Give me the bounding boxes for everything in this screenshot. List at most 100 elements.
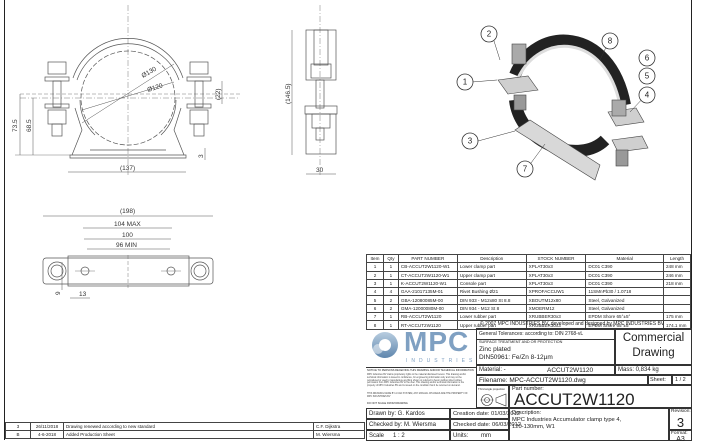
svg-text:1: 1 bbox=[463, 78, 468, 87]
part-number-box: Part number: ACCUT2W1120 bbox=[509, 385, 692, 409]
balloon-5: 5 bbox=[638, 67, 656, 85]
revision-row: B 4-6-2018 Added Production Sheet M. Wie… bbox=[5, 430, 365, 439]
bom-cell: 2 bbox=[382, 295, 399, 305]
bom-cell: XPLAT30x3 bbox=[525, 278, 587, 289]
notice-note: THIS DRAWING MADE BY A CAD SYSTEM, ANY M… bbox=[367, 393, 468, 398]
dim-side-width: 30 bbox=[316, 167, 324, 174]
scale-label: Scale bbox=[369, 433, 385, 439]
revision-cell-date: 26/11/2018 bbox=[30, 422, 64, 431]
dim-outer-diameter: Ø130 bbox=[141, 66, 159, 80]
dim-height-total: 73.5 bbox=[12, 119, 19, 132]
svg-text:6: 6 bbox=[645, 54, 650, 63]
bom-cell: GBA-12080085M-00 bbox=[397, 295, 458, 305]
drawing-type-line2: Drawing bbox=[632, 347, 675, 359]
units-label: Units: bbox=[453, 433, 469, 439]
copyright-text: © 2007 MPC INDUSTRIES BV, developed and … bbox=[480, 321, 665, 327]
drawn-by-value: Drawn by: G. Kardos bbox=[369, 411, 425, 417]
bom-cell: XPROFACCUW1 bbox=[525, 287, 587, 297]
balloon-6: 6 bbox=[638, 49, 656, 67]
mass-value: Mass: 0,834 kg bbox=[618, 367, 659, 373]
bom-cell: 6 bbox=[366, 303, 384, 314]
revision-cell-author: C.F. Dijkstra bbox=[313, 422, 365, 431]
sheet-value-box: 1 / 2 bbox=[672, 375, 692, 385]
svg-text:2: 2 bbox=[487, 30, 492, 39]
bom-cell bbox=[662, 303, 692, 314]
bom-cell: DC01 C390 bbox=[585, 270, 664, 280]
copyright-bar: © 2007 MPC INDUSTRIES BV, developed and … bbox=[476, 320, 692, 329]
part-number-label: Part number: bbox=[512, 386, 544, 392]
bom-cell: Steel, Galvanized bbox=[585, 295, 664, 305]
bom-cell: XPLAT30x3 bbox=[525, 270, 587, 280]
notice-box: NOTICE TO PERSONS RECEIVING THIS DRAWING… bbox=[366, 367, 476, 408]
dim-slot-width: 9 bbox=[55, 291, 62, 295]
bom-cell: 1 bbox=[382, 320, 399, 330]
dim-max: 104 MAX bbox=[114, 221, 141, 228]
svg-text:5: 5 bbox=[645, 72, 650, 81]
bom-header-item: Item bbox=[366, 253, 384, 264]
checked-by-value: Checked by: M. Wiersma bbox=[369, 422, 437, 428]
bom-cell: DC01 C390 bbox=[585, 278, 664, 289]
notice-body: MPC Industries BV claims proprietary rig… bbox=[367, 374, 467, 388]
scale-value: 1 : 2 bbox=[393, 433, 405, 439]
svg-text:3: 3 bbox=[468, 137, 473, 146]
bom-cell: XBOUTM12x80 bbox=[525, 295, 587, 305]
balloon-7: 7 bbox=[516, 160, 534, 178]
part-number-value: ACCUT2W1120 bbox=[514, 390, 635, 409]
top-view bbox=[42, 215, 214, 299]
dim-side-height: (146.5) bbox=[285, 83, 292, 104]
balloon-8: 8 bbox=[601, 32, 619, 50]
drawn-by-box: Drawn by: G. Kardos bbox=[366, 408, 450, 419]
format-label: Format: bbox=[671, 431, 688, 436]
checked-date-box: Checked date: 06/03/2012 bbox=[450, 419, 521, 430]
dim-height-center: 68.5 bbox=[26, 119, 33, 132]
tolerances-text: General Tolerances: according to: DIN 27… bbox=[479, 331, 584, 337]
drawing-type-box: Commercial Drawing bbox=[615, 329, 692, 365]
balloon-3: 3 bbox=[461, 132, 479, 150]
drawing-type-line1: Commercial bbox=[622, 332, 685, 344]
side-view bbox=[291, 5, 338, 175]
revision-cell-author: M. Wiersma bbox=[313, 430, 365, 439]
description-box: Description: MPC Industries Accumulator … bbox=[509, 408, 669, 441]
bom-cell: Steel, Galvanized bbox=[585, 303, 664, 314]
isometric-view bbox=[471, 34, 649, 181]
creation-date-value: Creation date: 01/03/2012 bbox=[453, 411, 521, 417]
creation-date-box: Creation date: 01/03/2012 bbox=[450, 408, 520, 419]
bom-cell: Upper clamp part bbox=[456, 270, 527, 280]
revision-value: 3 bbox=[676, 415, 685, 430]
scale-box: Scale 1 : 2 bbox=[366, 430, 450, 441]
mpc-logo: MPC INDUSTRIES bbox=[366, 326, 476, 367]
bom-cell: 8 bbox=[366, 320, 384, 330]
do-not-scale-text: DO NOT SCALE FROM DRAWING bbox=[367, 402, 408, 405]
revision-table: 3 26/11/2018 Drawing renewed according t… bbox=[5, 422, 365, 439]
revision-box: Revision: 3 bbox=[669, 408, 692, 430]
bom-cell: Console part bbox=[456, 278, 527, 289]
dim-bolt-gap: (22) bbox=[215, 88, 222, 100]
sheet-label: Sheet: bbox=[650, 377, 666, 383]
checked-by-box: Checked by: M. Wiersma bbox=[366, 419, 450, 430]
bom-cell: K-ACCUT2W1120-W1 bbox=[397, 278, 458, 289]
checked-date-value: Checked date: 06/03/2012 bbox=[453, 422, 522, 428]
filename-value: Filename: MPC-ACCUT2W1120.dwg bbox=[479, 377, 586, 384]
dim-inner-diameter: Ø120 bbox=[146, 82, 164, 94]
bom-cell: 1 bbox=[382, 312, 399, 322]
notice-header: NOTICE TO PERSONS RECEIVING THIS DRAWING… bbox=[367, 369, 474, 372]
revision-row: 3 26/11/2018 Drawing renewed according t… bbox=[5, 422, 365, 431]
bom-cell: RB-ACCUT2W1120 bbox=[397, 312, 458, 322]
dim-slot-length: 13 bbox=[79, 291, 87, 298]
bill-of-materials: Item Qty PART NUMBER Description STOCK N… bbox=[366, 253, 692, 330]
mpc-logo-icon bbox=[372, 332, 398, 358]
bom-cell: 1 bbox=[382, 270, 399, 280]
bom-cell: DIN 934 - M12 St 8 bbox=[456, 303, 527, 314]
bom-cell: 248 mm bbox=[662, 262, 692, 272]
bom-header-material: Material bbox=[585, 253, 664, 264]
bom-header-length: Length bbox=[662, 253, 692, 264]
svg-text:7: 7 bbox=[523, 165, 528, 174]
sheet-value: 1 / 2 bbox=[675, 377, 686, 383]
sheet-label-box: Sheet: bbox=[648, 375, 672, 385]
